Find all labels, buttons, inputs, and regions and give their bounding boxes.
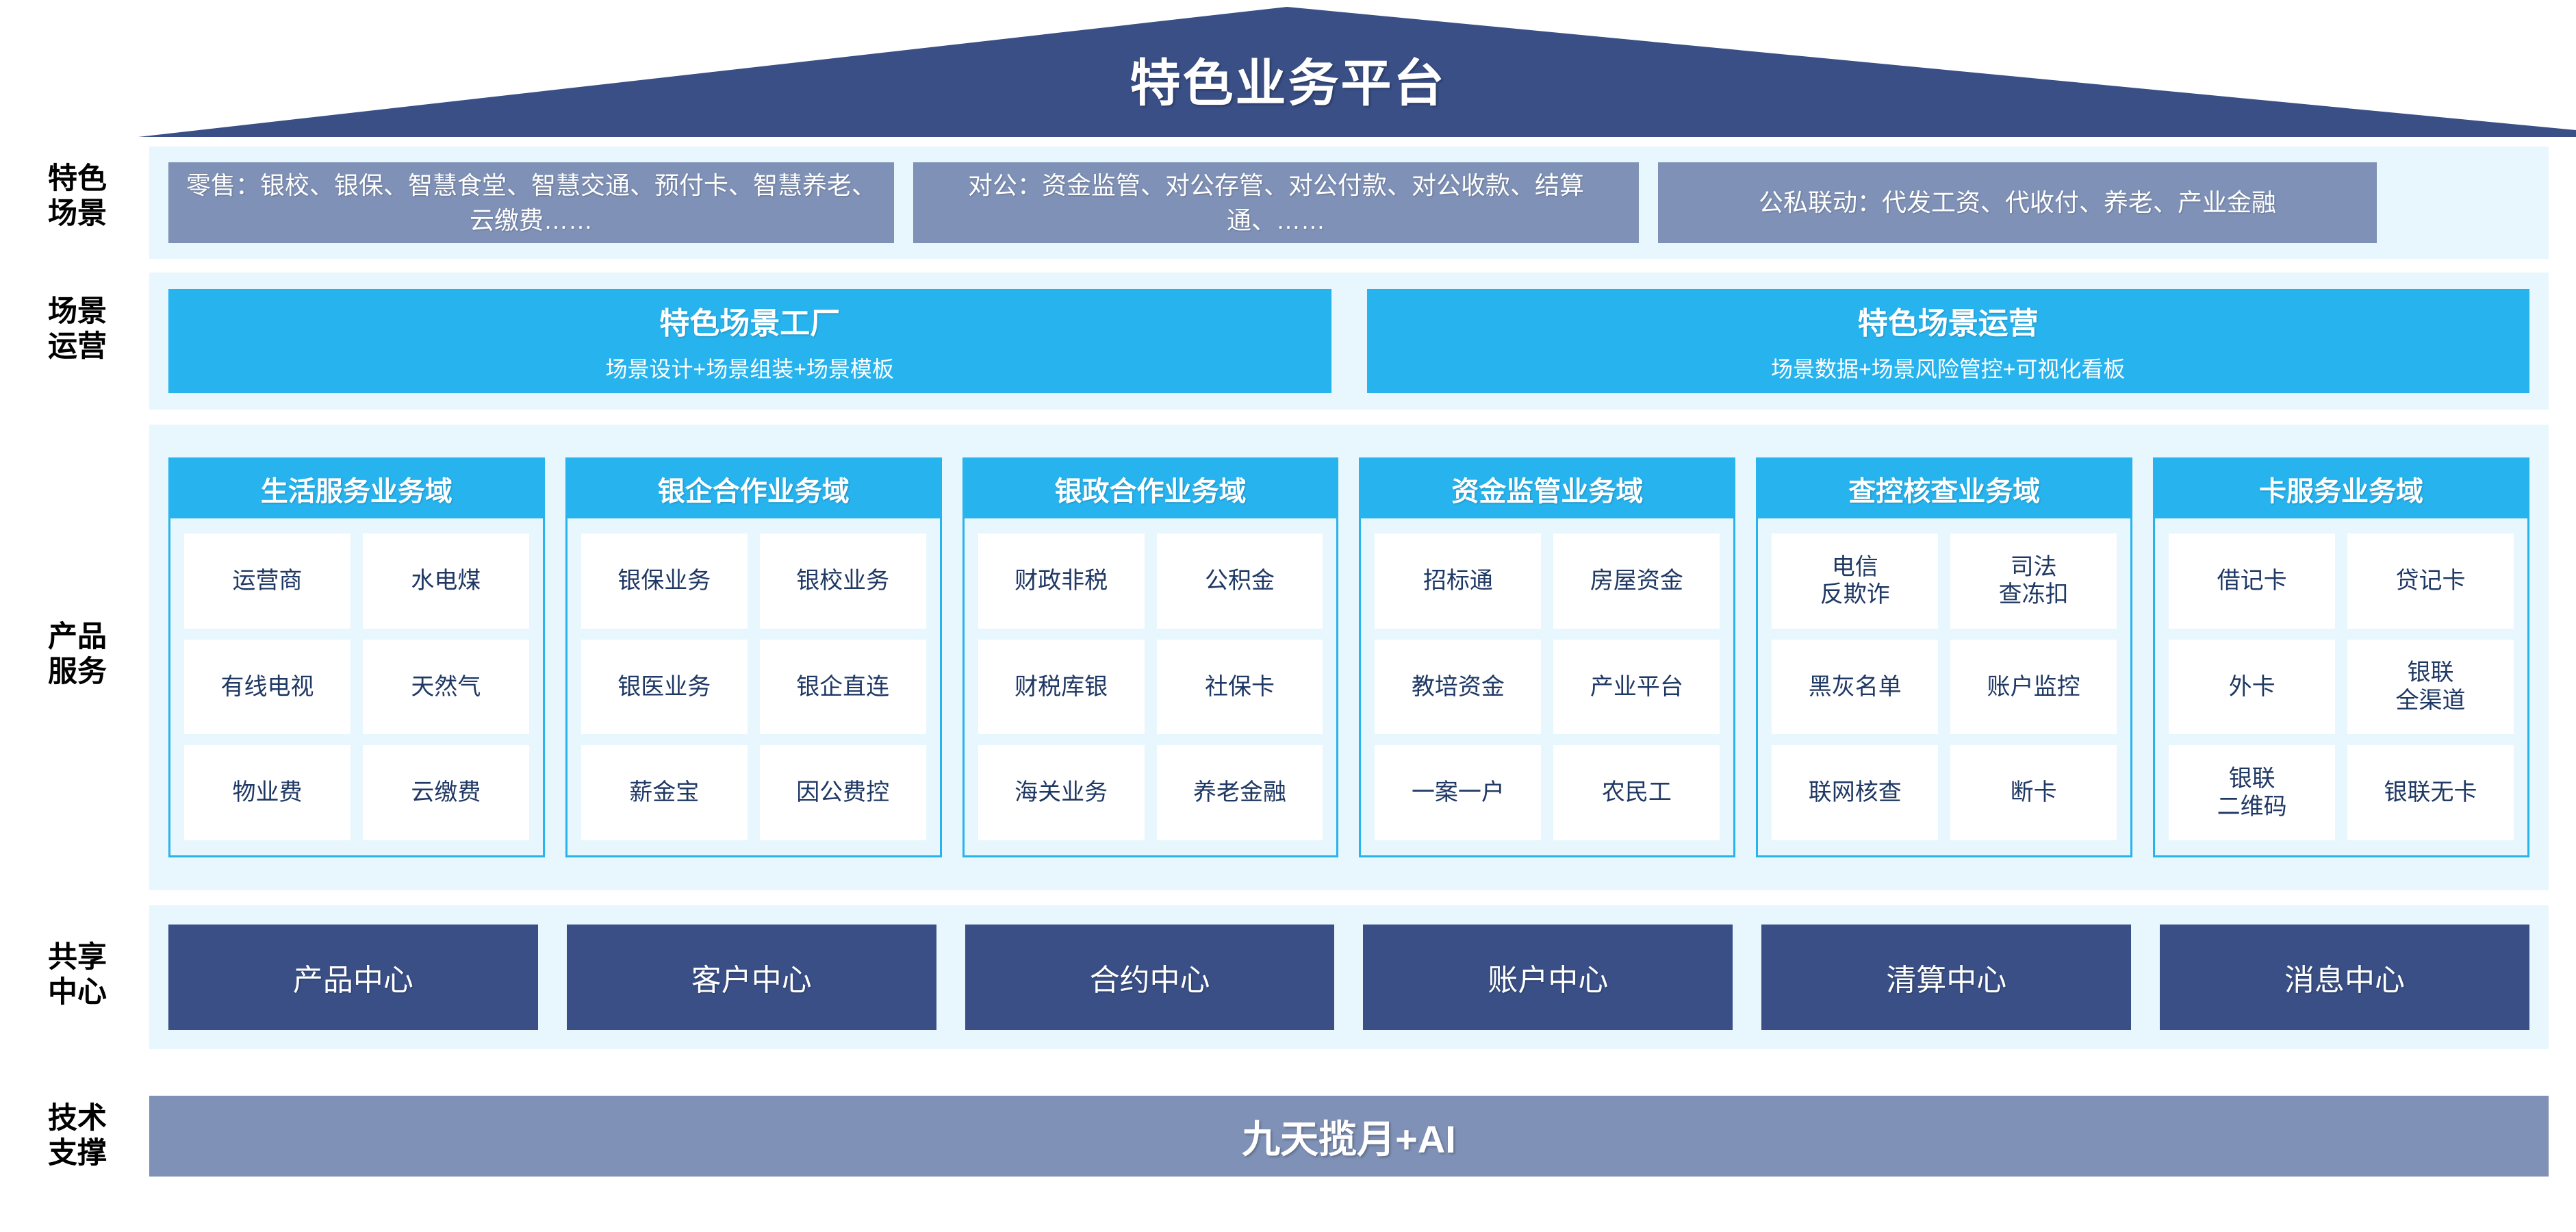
product-domain-column: 生活服务业务域运营商水电煤有线电视天然气物业费云缴费 <box>168 457 545 857</box>
product-item[interactable]: 银联 二维码 <box>2169 745 2336 840</box>
row-label-operation: 场景 运营 <box>48 295 107 363</box>
shared-center-box[interactable]: 清算中心 <box>1761 925 2132 1030</box>
product-item[interactable]: 社保卡 <box>1156 639 1323 735</box>
product-item[interactable]: 招标通 <box>1375 533 1542 629</box>
shared-center-row: 产品中心客户中心合约中心账户中心清算中心消息中心 <box>149 905 2549 1049</box>
product-item-grid: 电信 反欺诈司法 查冻扣黑灰名单账户监控联网核查断卡 <box>1758 518 2130 855</box>
product-item[interactable]: 因公费控 <box>759 745 926 840</box>
product-item-grid: 银保业务银校业务银医业务银企直连薪金宝因公费控 <box>568 518 940 855</box>
product-item[interactable]: 公积金 <box>1156 533 1323 629</box>
product-item[interactable]: 一案一户 <box>1375 745 1542 840</box>
tech-support-title: 九天揽月+AI <box>1242 1117 1456 1161</box>
product-item[interactable]: 银企直连 <box>759 639 926 735</box>
product-item[interactable]: 海关业务 <box>978 745 1145 840</box>
scenario-box-public-private[interactable]: 公私联动：代发工资、代收付、养老、产业金融 <box>1658 162 2377 243</box>
operation-band: 特色场景工厂 场景设计+场景组装+场景模板 特色场景运营 场景数据+场景风险管控… <box>149 273 2549 410</box>
shared-center-band: 产品中心客户中心合约中心账户中心清算中心消息中心 <box>149 905 2549 1049</box>
shared-center-box[interactable]: 账户中心 <box>1363 925 1733 1030</box>
operation-title: 特色场景工厂 <box>659 307 841 340</box>
tech-support-band: 九天揽月+AI <box>149 1096 2549 1177</box>
product-item[interactable]: 外卡 <box>2169 639 2336 735</box>
operation-subtitle: 场景数据+场景风险管控+可视化看板 <box>1771 357 2126 381</box>
product-domain-column: 查控核查业务域电信 反欺诈司法 查冻扣黑灰名单账户监控联网核查断卡 <box>1756 457 2133 857</box>
product-item[interactable]: 教培资金 <box>1375 639 1542 735</box>
shared-center-box[interactable]: 合约中心 <box>965 925 1335 1030</box>
product-item[interactable]: 有线电视 <box>184 639 350 735</box>
product-domain-title[interactable]: 资金监管业务域 <box>1361 460 1734 518</box>
product-item[interactable]: 财税库银 <box>978 639 1145 735</box>
row-label-product: 产品 服务 <box>48 620 107 688</box>
product-domain-title[interactable]: 银企合作业务域 <box>567 460 940 518</box>
product-domain-title[interactable]: 生活服务业务域 <box>170 460 543 518</box>
product-item[interactable]: 银保业务 <box>581 533 748 629</box>
product-domain-title[interactable]: 查控核查业务域 <box>1758 460 2131 518</box>
product-item[interactable]: 物业费 <box>184 745 350 840</box>
product-item-grid: 招标通房屋资金教培资金产业平台一案一户农民工 <box>1361 518 1733 855</box>
scenario-row: 零售：银校、银保、智慧食堂、智慧交通、预付卡、智慧养老、云缴费…… 对公：资金监… <box>149 147 2549 259</box>
product-item[interactable]: 断卡 <box>1950 745 2117 840</box>
product-domain-column: 银企合作业务域银保业务银校业务银医业务银企直连薪金宝因公费控 <box>565 457 942 857</box>
operation-box-scene-operation[interactable]: 特色场景运营 场景数据+场景风险管控+可视化看板 <box>1366 289 2529 393</box>
scenario-box-retail[interactable]: 零售：银校、银保、智慧食堂、智慧交通、预付卡、智慧养老、云缴费…… <box>168 162 894 243</box>
product-item-grid: 借记卡贷记卡外卡银联 全渠道银联 二维码银联无卡 <box>2155 518 2527 855</box>
product-item[interactable]: 养老金融 <box>1156 745 1323 840</box>
row-label-tech: 技术 支撑 <box>48 1102 107 1170</box>
product-item[interactable]: 房屋资金 <box>1553 533 1720 629</box>
product-item[interactable]: 农民工 <box>1553 745 1720 840</box>
operation-row: 特色场景工厂 场景设计+场景组装+场景模板 特色场景运营 场景数据+场景风险管控… <box>149 273 2549 410</box>
product-item[interactable]: 运营商 <box>184 533 350 629</box>
product-domain-column: 卡服务业务域借记卡贷记卡外卡银联 全渠道银联 二维码银联无卡 <box>2153 457 2529 857</box>
product-domain-column: 银政合作业务域财政非税公积金财税库银社保卡海关业务养老金融 <box>962 457 1339 857</box>
product-item[interactable]: 产业平台 <box>1553 639 1720 735</box>
product-item[interactable]: 借记卡 <box>2169 533 2336 629</box>
product-item[interactable]: 贷记卡 <box>2347 533 2514 629</box>
operation-title: 特色场景运营 <box>1857 307 2039 340</box>
product-domain-title[interactable]: 银政合作业务域 <box>964 460 1337 518</box>
product-item-grid: 财政非税公积金财税库银社保卡海关业务养老金融 <box>965 518 1337 855</box>
shared-center-box[interactable]: 产品中心 <box>168 925 538 1030</box>
product-item[interactable]: 银联无卡 <box>2347 745 2514 840</box>
product-item[interactable]: 银医业务 <box>581 639 748 735</box>
product-item-grid: 运营商水电煤有线电视天然气物业费云缴费 <box>170 518 543 855</box>
operation-box-scene-factory[interactable]: 特色场景工厂 场景设计+场景组装+场景模板 <box>168 289 1331 393</box>
platform-roof-banner: 特色业务平台 <box>0 0 2576 137</box>
product-item[interactable]: 银联 全渠道 <box>2347 639 2514 735</box>
product-domain-title[interactable]: 卡服务业务域 <box>2155 460 2527 518</box>
row-label-scenario: 特色 场景 <box>48 162 107 230</box>
product-item[interactable]: 账户监控 <box>1950 639 2117 735</box>
operation-subtitle: 场景设计+场景组装+场景模板 <box>605 357 894 381</box>
scenario-band: 零售：银校、银保、智慧食堂、智慧交通、预付卡、智慧养老、云缴费…… 对公：资金监… <box>149 147 2549 259</box>
product-item[interactable]: 云缴费 <box>362 745 529 840</box>
shared-center-box[interactable]: 消息中心 <box>2160 925 2529 1030</box>
product-item[interactable]: 财政非税 <box>978 533 1145 629</box>
product-domain-column: 资金监管业务域招标通房屋资金教培资金产业平台一案一户农民工 <box>1359 457 1736 857</box>
product-item[interactable]: 天然气 <box>362 639 529 735</box>
product-band: 生活服务业务域运营商水电煤有线电视天然气物业费云缴费银企合作业务域银保业务银校业… <box>149 425 2549 890</box>
product-item[interactable]: 电信 反欺诈 <box>1772 533 1939 629</box>
product-columns: 生活服务业务域运营商水电煤有线电视天然气物业费云缴费银企合作业务域银保业务银校业… <box>149 425 2549 890</box>
product-item[interactable]: 薪金宝 <box>581 745 748 840</box>
product-item[interactable]: 水电煤 <box>362 533 529 629</box>
product-item[interactable]: 联网核查 <box>1772 745 1939 840</box>
shared-center-box[interactable]: 客户中心 <box>566 925 936 1030</box>
page-title: 特色业务平台 <box>1130 55 1446 112</box>
product-item[interactable]: 司法 查冻扣 <box>1950 533 2117 629</box>
scenario-box-corporate[interactable]: 对公：资金监管、对公存管、对公付款、对公收款、结算通、…… <box>913 162 1639 243</box>
product-item[interactable]: 银校业务 <box>759 533 926 629</box>
product-item[interactable]: 黑灰名单 <box>1772 639 1939 735</box>
row-label-shared: 共享 中心 <box>48 941 107 1009</box>
